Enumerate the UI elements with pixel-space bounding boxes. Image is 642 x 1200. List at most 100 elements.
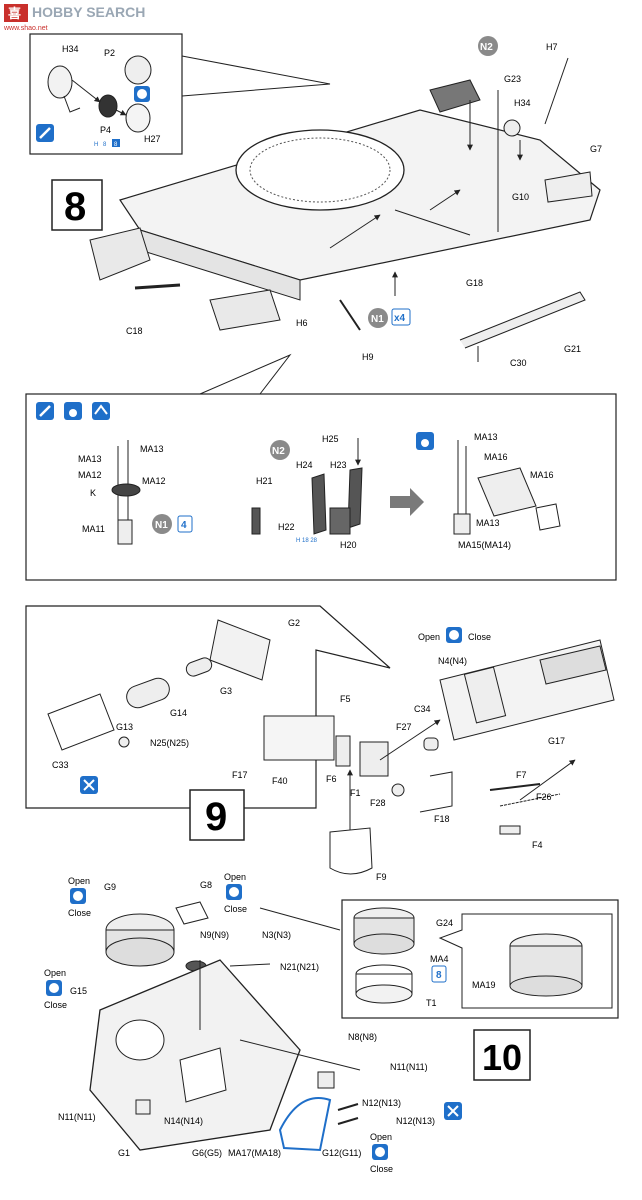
part-g24-base (353, 933, 415, 955)
rear-exhaust (539, 645, 607, 685)
inset-box (438, 913, 613, 1009)
label-c30: C30 (510, 358, 527, 368)
step-10: Open Close G9 G8 Open Close N9(N9) N3(N3… (44, 872, 619, 1174)
bracket-part-ma11 (117, 519, 133, 545)
label-h34: H34 (62, 44, 79, 54)
label-n11: N11(N11) (58, 1112, 96, 1122)
label-ma13: MA13 (78, 454, 102, 464)
label-f18: F18 (434, 814, 450, 824)
label-open: Open (44, 968, 66, 978)
callout-line (199, 353, 292, 395)
part-ma13-clip (535, 503, 561, 531)
step-number-box-8 (51, 179, 103, 231)
open-close-icon (372, 1144, 388, 1160)
part-g8 (175, 901, 209, 925)
badge-n2: N2 (478, 36, 498, 56)
part-f4 (499, 825, 521, 835)
label-ma13: MA13 (140, 444, 164, 454)
part-g3 (185, 657, 213, 677)
label-g18: G18 (466, 278, 483, 288)
label-g7: G7 (590, 144, 602, 154)
step-number-10: 10 (482, 1037, 522, 1078)
headlight-assembly (47, 55, 152, 133)
label-n9: N9(N9) (200, 930, 229, 940)
label-h34: H34 (514, 98, 531, 108)
label-g1: G1 (118, 1148, 130, 1158)
label-c18: C18 (126, 326, 143, 336)
label-g23: G23 (504, 74, 521, 84)
ref-h18-28: H 18 28 (296, 538, 318, 544)
part-n8 (317, 1071, 335, 1089)
part-h34 (503, 119, 521, 137)
exhaust-detail (47, 619, 271, 751)
step-number-box-10 (473, 1029, 531, 1081)
part-c33 (47, 693, 115, 751)
open-close-icon (46, 980, 62, 996)
label-f9: F9 (376, 872, 387, 882)
label-close: Close (468, 632, 491, 642)
label-h6: H6 (296, 318, 308, 328)
part-h24 (311, 473, 327, 535)
label-f28: F28 (370, 798, 386, 808)
watermark-site: www.shao.net (3, 25, 48, 32)
bracket-part-k (111, 483, 141, 497)
label-f27: F27 (396, 722, 412, 732)
detail-box-8-bottom (25, 393, 617, 581)
label-ma13: MA13 (474, 432, 498, 442)
label-ma19: MA19 (472, 980, 496, 990)
label-f40: F40 (272, 776, 288, 786)
part-ma17 (278, 1097, 332, 1152)
label-open: Open (370, 1132, 392, 1142)
glue-icon (36, 124, 54, 142)
label-open: Open (418, 632, 440, 642)
part-h21 (251, 507, 261, 535)
step-8: H34 P2 P4 H27 H 8 8 8 (25, 33, 617, 581)
bracket-detail-a (111, 440, 141, 545)
label-g9: G9 (104, 882, 116, 892)
label-g24: G24 (436, 918, 453, 928)
part-g2 (209, 619, 271, 681)
qty-box (431, 965, 447, 983)
label-n2: N2 (480, 42, 493, 53)
label-p2: P2 (104, 48, 115, 58)
callout-line (181, 55, 331, 97)
detail-box-8-top (29, 33, 183, 155)
label-ma15: MA15(MA14) (458, 540, 511, 550)
part-c18 (134, 283, 181, 290)
part-n25 (118, 736, 130, 748)
label-g12: G12(G11) (322, 1148, 361, 1158)
step-9: G2 G3 G14 G13 N25(N25) C33 9 Open (25, 605, 615, 882)
open-close-icon (446, 627, 462, 643)
label-n1: N1 (371, 314, 384, 325)
step-number-box-9 (189, 789, 245, 841)
label-ma16: MA16 (530, 470, 554, 480)
part-h9 (339, 299, 361, 331)
part-g14 (126, 677, 170, 709)
label-n11: N11(N11) (390, 1062, 428, 1072)
part-h20 (329, 507, 351, 535)
open-close-icon (226, 884, 242, 900)
label-ma13: MA13 (476, 518, 500, 528)
label-h9: H9 (362, 352, 374, 362)
part-n12b (337, 1117, 359, 1125)
label-ma11: MA11 (82, 524, 105, 534)
label-h21: H21 (256, 476, 273, 486)
arrow (379, 719, 441, 761)
label-ma4: MA4 (430, 954, 449, 964)
leader-n11 (239, 1039, 361, 1071)
part-n14 (135, 1099, 151, 1115)
badge-n1: N1 x4 (368, 308, 411, 328)
label-ma12: MA12 (78, 470, 102, 480)
label-p4: P4 (100, 125, 111, 135)
label-f17: F17 (232, 770, 248, 780)
label-g2: G2 (288, 618, 300, 628)
part-f5 (263, 715, 335, 761)
label-close: Close (224, 904, 247, 914)
part-t1-base (355, 984, 413, 1004)
label-f7: F7 (516, 770, 527, 780)
callout-line (259, 907, 341, 931)
label-n25: N25(N25) (150, 738, 189, 748)
rear-plate-assembly (263, 639, 615, 875)
label-g6: G6(G5) (192, 1148, 222, 1158)
